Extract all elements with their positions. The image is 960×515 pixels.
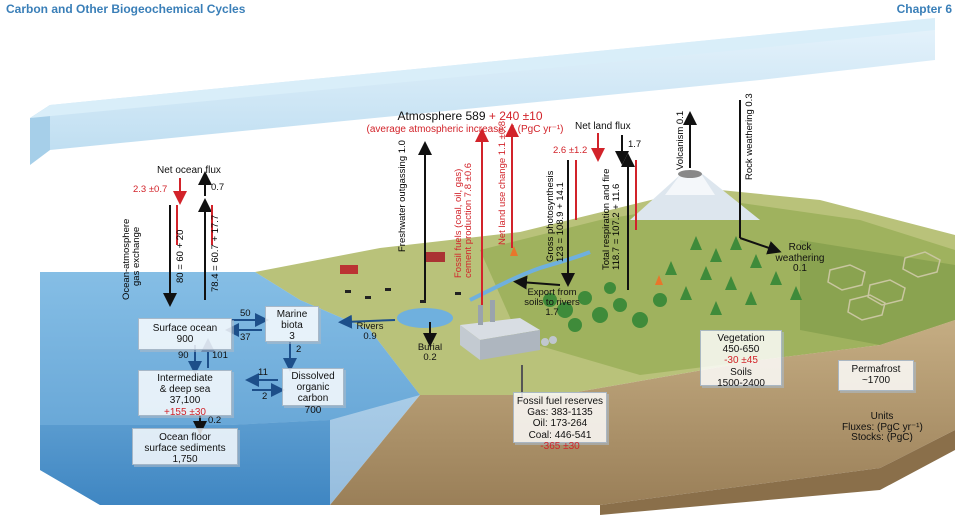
forest [543,236,802,332]
atmosphere-stock: Atmosphere 589 [397,109,486,123]
flux-biota-down: 2 [296,344,302,355]
chapter-number: Chapter 6 [896,2,952,16]
intermediate-deep-sea-box: Intermediate & deep sea 37,100 +155 ±30 [138,370,232,418]
flux-deep-up: 101 [212,350,228,361]
burial-label: Burial 0.2 [417,342,443,363]
farmland [340,252,461,303]
soil-front [330,320,955,505]
fossil-fuels-label: Fossil fuels (coal, oil, gas) cement pro… [453,162,474,278]
ocean-uptake-value: 80 = 60 + 20 [175,229,186,283]
chapter-title: Carbon and Other Biogeochemical Cycles [6,2,246,16]
net-ocean-flux-black: 0.7 [211,182,225,193]
export-rivers-label: Export from soils to rivers 1.7 [524,287,580,318]
gross-photosynthesis-label: Gross photosynthesis 123 = 108.9 + 14.1 [545,170,566,262]
flux-ocean-floor: 0.2 [208,415,222,426]
fossil-fuel-reserves-box: Fossil fuel reserves Gas: 383-1135 Oil: … [513,392,607,452]
vegetation-soils-box: Vegetation 450-650 -30 ±45 Soils 1500-24… [700,330,782,389]
lake [397,308,453,328]
atmosphere-increase: + 240 ±10 [488,109,543,123]
freshwater-outgassing-label: Freshwater outgassing 1.0 [397,140,408,252]
marine-biota-box: Marine biota 3 [265,306,319,342]
net-ocean-flux-red: 2.3 ±0.7 [133,184,168,195]
rock-weathering-vertical-label: Rock weathering 0.3 [744,93,755,180]
volcanism-label: Volcanism 0.1 [675,110,686,170]
permafrost-pattern [827,251,941,321]
flux-surface-to-biota: 50 [240,308,251,319]
net-land-flux-title: Net land flux [575,121,631,132]
net-land-flux-black: 1.7 [628,139,642,150]
atmosphere-label: Atmosphere 589 + 240 ±10 [335,110,605,123]
surface-ocean-box: Surface ocean 900 [138,318,232,350]
dissolved-organic-carbon-box: Dissolved organic carbon 700 [282,368,344,416]
land-use-change-label: Net land use change 1.1 ±0.8 [497,120,508,245]
total-respiration-label: Total respiration and fire 118.7 = 107.2… [601,168,622,270]
rock-weathering-label: Rock weathering 0.1 [775,242,825,274]
flux-biota-to-surface: 37 [240,332,251,343]
flux-doc-to-deep: 11 [258,367,268,378]
volcano [630,170,760,220]
power-plant [460,300,557,360]
rivers-label: Rivers 0.9 [356,321,384,342]
flux-deep-to-doc: 2 [262,391,268,402]
permafrost-box: Permafrost ~1700 [838,360,914,391]
fire-icons [510,246,663,285]
ocean-atmosphere-exchange-label: Ocean-atmosphere gas exchange [121,218,142,300]
units-legend: Units Fluxes: (PgC yr⁻¹) Stocks: (PgC) [842,411,923,443]
atmosphere-average-increase: (average atmospheric increase: 4 (PgC yr… [366,124,564,135]
ocean-floor-box: Ocean floor surface sediments 1,750 [132,428,238,465]
net-ocean-flux-title: Net ocean flux [157,165,221,176]
atmosphere-slab [30,18,935,165]
river [469,250,591,302]
net-land-flux-red: 2.6 ±1.2 [553,145,588,156]
flux-surface-down: 90 [178,350,189,361]
ocean-release-value: 78.4 = 60.7 + 17.7 [210,214,221,292]
